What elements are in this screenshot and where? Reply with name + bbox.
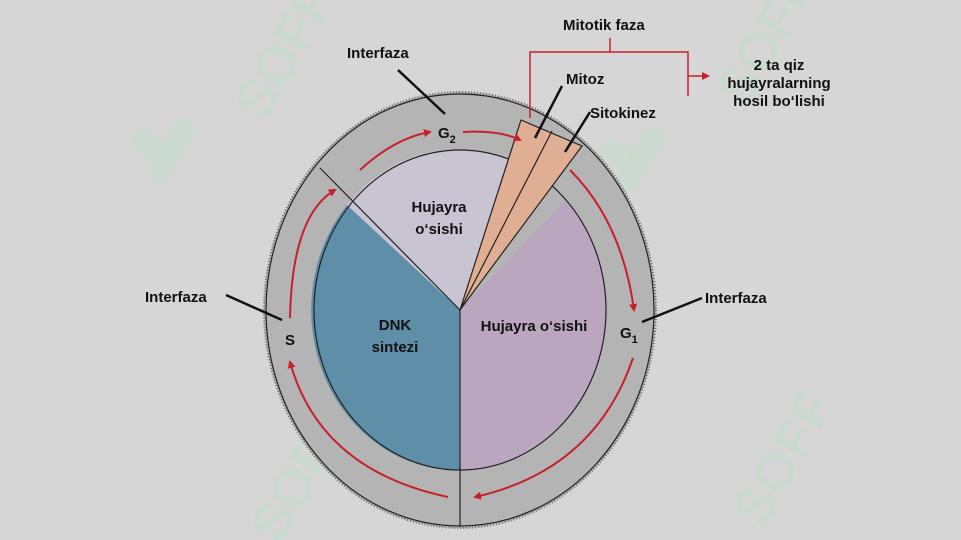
- g1-sector: [460, 200, 606, 470]
- label-result-line2: hujayralarning: [727, 75, 830, 92]
- label-g2: G2: [438, 125, 456, 146]
- label-hujayra-osishi-top-1: Hujayra: [411, 199, 467, 216]
- watermark-text-1: SOFF: [223, 0, 347, 129]
- label-sitokinez: Sitokinez: [590, 105, 656, 122]
- pointer-sitokinez: [563, 111, 592, 153]
- label-mitoz: Mitoz: [566, 71, 604, 88]
- mitotic-bracket: [529, 51, 689, 118]
- g2-sector: [347, 149, 537, 310]
- arrow-g1-to-bottom: [473, 357, 634, 500]
- pointer-interfaza-top: [397, 69, 446, 115]
- label-interfaza-left: Interfaza: [145, 289, 207, 306]
- label-dnk-2: sintezi: [372, 339, 419, 356]
- watermark-text-3: SOFF: [722, 381, 846, 536]
- label-mitotik-faza: Mitotik faza: [563, 17, 645, 34]
- label-hujayra-osishi-top-2: o‘sishi: [415, 221, 463, 238]
- arrow-s-to-g2: [289, 188, 337, 319]
- label-interfaza-top: Interfaza: [347, 45, 409, 62]
- pointer-interfaza-right: [641, 296, 703, 324]
- watermark-logo-icon: [131, 117, 196, 183]
- mitosis-wedge-divider: [459, 130, 553, 311]
- label-result-line3: hosil bo‘lishi: [733, 93, 825, 110]
- arrow-bottom-to-s: [287, 360, 449, 498]
- label-g1: G1: [620, 325, 638, 346]
- arrow-g2-to-mitosis: [462, 130, 522, 141]
- watermark-logo-icon: [599, 127, 664, 193]
- label-result-line1: 2 ta qiz: [754, 57, 805, 74]
- divider-upper-left: [319, 167, 461, 311]
- pointer-interfaza-left: [225, 293, 283, 322]
- label-dnk-1: DNK: [379, 317, 412, 334]
- label-hujayra-osishi-right: Hujayra o‘sishi: [481, 318, 588, 335]
- dnk-synthesis-sector: [311, 205, 460, 471]
- pointer-mitoz: [533, 85, 564, 139]
- arrow-to-g2: [359, 129, 432, 171]
- label-interfaza-right: Interfaza: [705, 290, 767, 307]
- arrow-to-g1: [569, 169, 638, 312]
- label-s-phase: S: [285, 332, 295, 349]
